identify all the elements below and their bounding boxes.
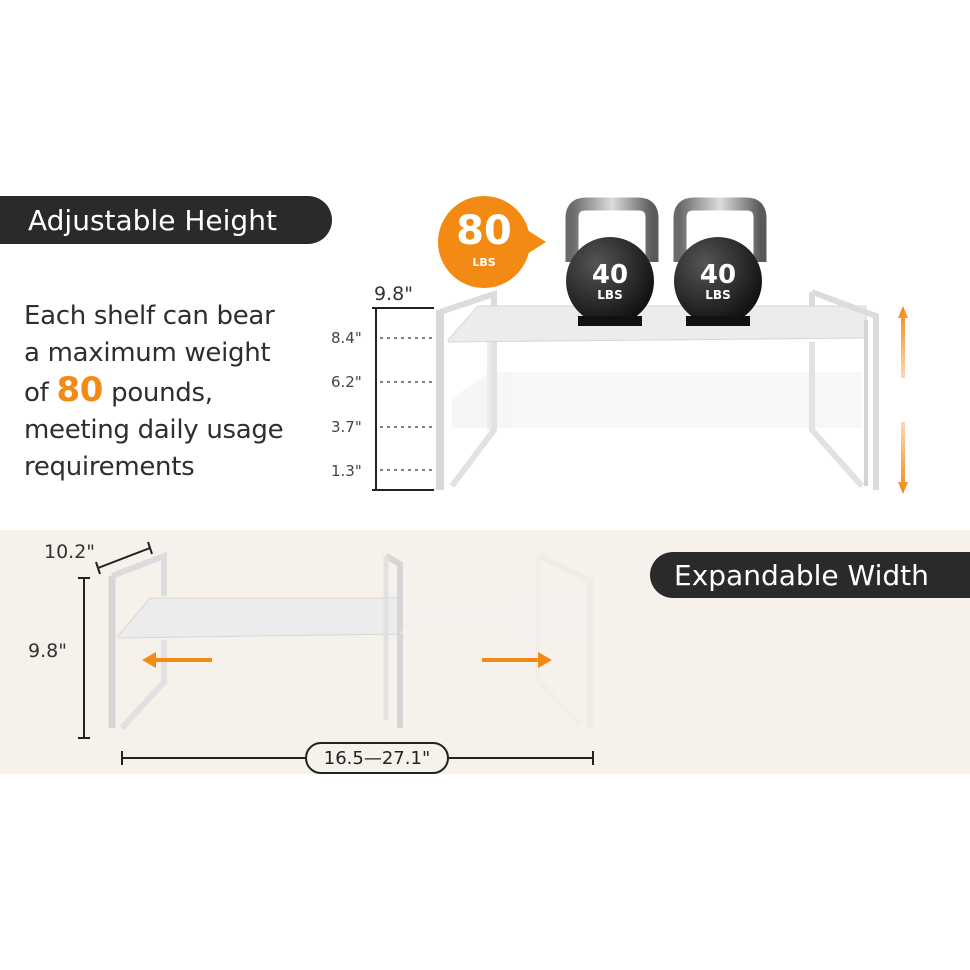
adjustable-height-title: Adjustable Height [0,196,332,244]
lower-shelf-ghost [452,340,862,430]
height-adjust-arrows [898,306,908,494]
height-level-2: 6.2" [331,373,362,391]
capacity-badge: 80 LBS [438,196,530,288]
width-range-label: 16.5—27.1" [305,742,449,774]
width-adjust-arrows [142,652,552,668]
capacity-value: 80 [456,208,512,254]
desc-line-3: of 80 pounds, [24,372,324,412]
desc-pounds: pounds, [103,378,213,408]
expandable-shelf [108,551,403,731]
height-dimension-line [372,307,436,491]
expanded-shelf-ghost [400,553,593,728]
side-height-label: 9.8" [28,640,67,662]
kettlebell-left-value: 40 [591,260,629,290]
kettlebell-left-unit: LBS [597,288,623,302]
weight-description: Each shelf can bear a maximum weight of … [24,298,324,486]
height-level-1: 8.4" [331,329,362,347]
expandable-width-title: Expandable Width [650,552,970,598]
desc-line-1: Each shelf can bear [24,301,275,331]
desc-weight-number: 80 [56,370,104,410]
kettlebell-right-label: 40 LBS [688,262,748,302]
total-height-label: 9.8" [374,283,413,305]
side-height-dimension [78,577,90,739]
height-level-4: 1.3" [331,462,362,480]
depth-dimension-line [95,541,153,575]
adjustable-height-label: Adjustable Height [28,203,277,237]
kettlebell-right-unit: LBS [705,288,731,302]
kettlebell-left [565,197,659,326]
desc-line-2: a maximum weight [24,338,271,368]
depth-label: 10.2" [44,541,96,563]
expandable-width-label: Expandable Width [674,558,929,592]
kettlebell-right [673,197,767,326]
desc-line-5: requirements [24,452,195,482]
kettlebell-left-label: 40 LBS [580,262,640,302]
kettlebell-right-value: 40 [699,260,737,290]
width-range-value: 16.5—27.1" [323,747,431,769]
capacity-unit: LBS [472,256,496,269]
desc-line-4: meeting daily usage [24,415,284,445]
desc-of: of [24,378,57,408]
height-level-3: 3.7" [331,418,362,436]
top-shelf [436,289,879,490]
